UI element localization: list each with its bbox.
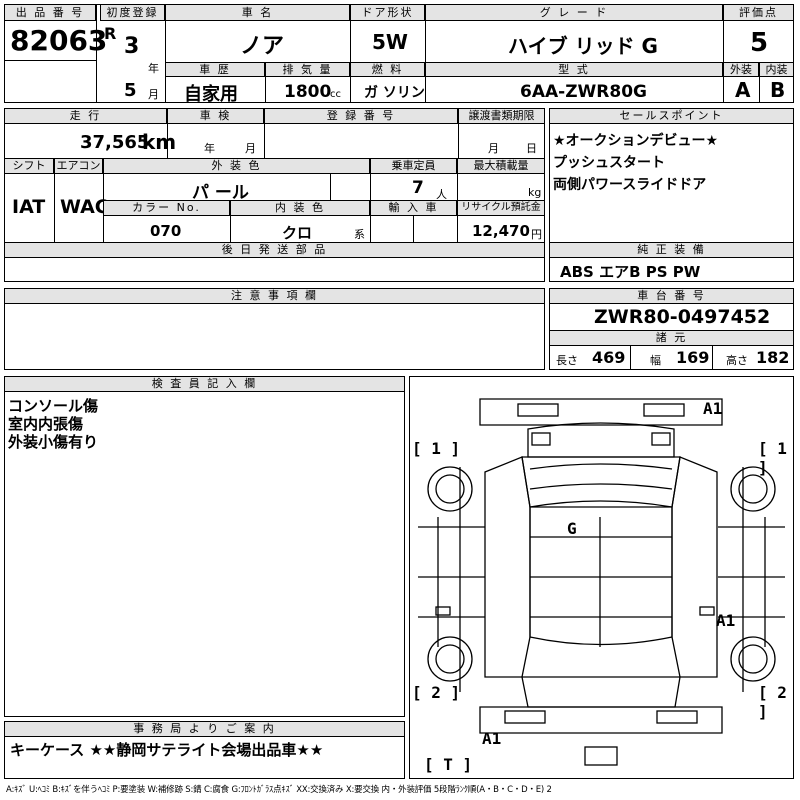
displacement: 1800 — [284, 82, 332, 102]
door-header: ドア形状 — [350, 4, 425, 21]
transfer-month: 月 — [488, 142, 499, 155]
office-note: キーケース ★★静岡サテライト会場出品車★★ — [10, 741, 324, 759]
mark-rear-left-tire: [ 2 ] — [412, 683, 461, 702]
inspector-line-1: コンソール傷 — [8, 397, 99, 415]
mark-front-right-tire: [ 1 ] — [758, 439, 787, 477]
first-reg-year: 3 — [124, 34, 140, 59]
maxload-unit: kg — [528, 186, 542, 199]
mark-windscreen: G — [567, 519, 577, 538]
inspector-line-2: 室内内張傷 — [8, 415, 84, 433]
ext-grade-header: 外装 — [723, 62, 759, 77]
transfer-day: 日 — [526, 142, 537, 155]
year-unit: 年 — [148, 62, 159, 75]
mark-spare-tire: [ T ] — [424, 755, 473, 774]
regno-header: 登 録 番 号 — [264, 108, 458, 124]
fuel-header: 燃 料 — [350, 62, 425, 77]
damage-diagram: A1 [ 1 ] [ 1 ] G A1 [ 2 ] [ 2 ] A1 [ T ] — [409, 376, 794, 779]
score-header: 評価点 — [723, 4, 794, 21]
mark-right-rear-door: A1 — [716, 611, 736, 630]
shift: IAT — [12, 196, 46, 218]
mileage-unit: km — [142, 130, 177, 154]
lot-no-header: 出 品 番 号 — [4, 4, 96, 21]
color-header: 外 装 色 — [103, 158, 370, 174]
door-type: 5W — [372, 30, 408, 54]
grade-header: グ レ ー ド — [425, 4, 723, 21]
first-reg-month: 5 — [124, 80, 137, 101]
import-header: 輸 入 車 — [370, 200, 457, 216]
height-label: 高さ — [726, 354, 748, 367]
damage-legend: A:ｷｽﾞ U:ﾍｺﾐ B:ｷｽﾞを伴うﾍｺﾐ P:要塗装 W:補修跡 S:錆 … — [6, 785, 552, 795]
dims-header: 諸 元 — [549, 330, 794, 346]
int-grade: B — [770, 78, 786, 102]
capacity: 7 — [412, 178, 424, 198]
capacity-unit: 人 — [436, 188, 447, 201]
inspection-month-unit: 月 — [245, 142, 256, 155]
mileage-header: 走 行 — [4, 108, 167, 124]
sales-point-3: 両側パワースライドドア — [553, 177, 707, 193]
chassis-header: 車 台 番 号 — [549, 288, 794, 304]
inspector-line-3: 外装小傷有り — [8, 433, 99, 451]
ac-header: エアコン — [54, 158, 103, 174]
recycle-header: リサイクル預託金 — [457, 200, 545, 216]
first-reg-header: 初度登録 — [100, 4, 165, 21]
capacity-header: 乗車定員 — [370, 158, 457, 174]
inspector-header: 検 査 員 記 入 欄 — [4, 376, 405, 392]
maxload-header: 最大積載量 — [457, 158, 545, 174]
shift-header: シフト — [4, 158, 54, 174]
inspection-header: 車 検 — [167, 108, 264, 124]
chassis-number: ZWR80-0497452 — [594, 306, 771, 328]
ext-grade: A — [735, 78, 751, 102]
grade: ハイブ リッド G — [508, 34, 658, 58]
length: 469 — [592, 348, 626, 367]
car-outline-diagram — [418, 398, 785, 766]
interior-color-unit: 系 — [354, 228, 365, 241]
interior-color: クロ — [282, 224, 313, 242]
office-header: 事 務 局 よ り ご 案 内 — [4, 721, 405, 737]
notes-header: 注 意 事 項 欄 — [4, 288, 545, 304]
score: 5 — [750, 28, 769, 58]
intcolor-header: 内 装 色 — [230, 200, 370, 216]
history-header: 車 歴 — [165, 62, 265, 77]
displacement-unit: cc — [330, 89, 341, 100]
transfer-header: 譲渡書類期限 — [458, 108, 545, 124]
car-name-header: 車 名 — [165, 4, 350, 21]
mark-rear-bumper: A1 — [482, 729, 502, 748]
int-grade-header: 内装 — [759, 62, 794, 77]
height: 182 — [756, 348, 790, 367]
later-parts-header: 後 日 発 送 部 品 — [4, 242, 545, 258]
history: 自家用 — [184, 84, 238, 105]
length-label: 長さ — [556, 354, 578, 367]
inspection-year-unit: 年 — [204, 142, 215, 155]
width-label: 幅 — [650, 354, 661, 367]
mileage: 37,565 — [80, 132, 150, 153]
recycle-unit: 円 — [531, 228, 542, 241]
mark-front-bumper: A1 — [703, 399, 723, 418]
color: パ ール — [192, 183, 249, 203]
car-name: ノア — [240, 34, 285, 59]
displacement-header: 排 気 量 — [265, 62, 350, 77]
equip-header: 純 正 装 備 — [549, 242, 794, 258]
colorno-header: カラー No. — [103, 200, 230, 216]
color-number: 070 — [150, 222, 182, 240]
ac: WAC — [60, 196, 109, 218]
month-unit: 月 — [148, 88, 159, 101]
mark-front-left-tire: [ 1 ] — [412, 439, 461, 458]
lot-number: 82063 — [10, 24, 108, 57]
sales-header: セールスポイント — [549, 108, 794, 124]
width: 169 — [676, 348, 710, 367]
sales-point-1: ★オークションデビュー★ — [553, 133, 719, 149]
model-code: 6AA-ZWR80G — [520, 82, 647, 102]
era: R — [104, 24, 117, 43]
mark-rear-right-tire: [ 2 ] — [758, 683, 787, 721]
sales-point-2: プッシュスタート — [553, 155, 665, 171]
equipment: ABS エアB PS PW — [560, 263, 701, 281]
model-code-header: 型 式 — [425, 62, 723, 77]
recycle-fee: 12,470 — [472, 222, 530, 240]
fuel: ガ ソリン — [364, 85, 425, 101]
